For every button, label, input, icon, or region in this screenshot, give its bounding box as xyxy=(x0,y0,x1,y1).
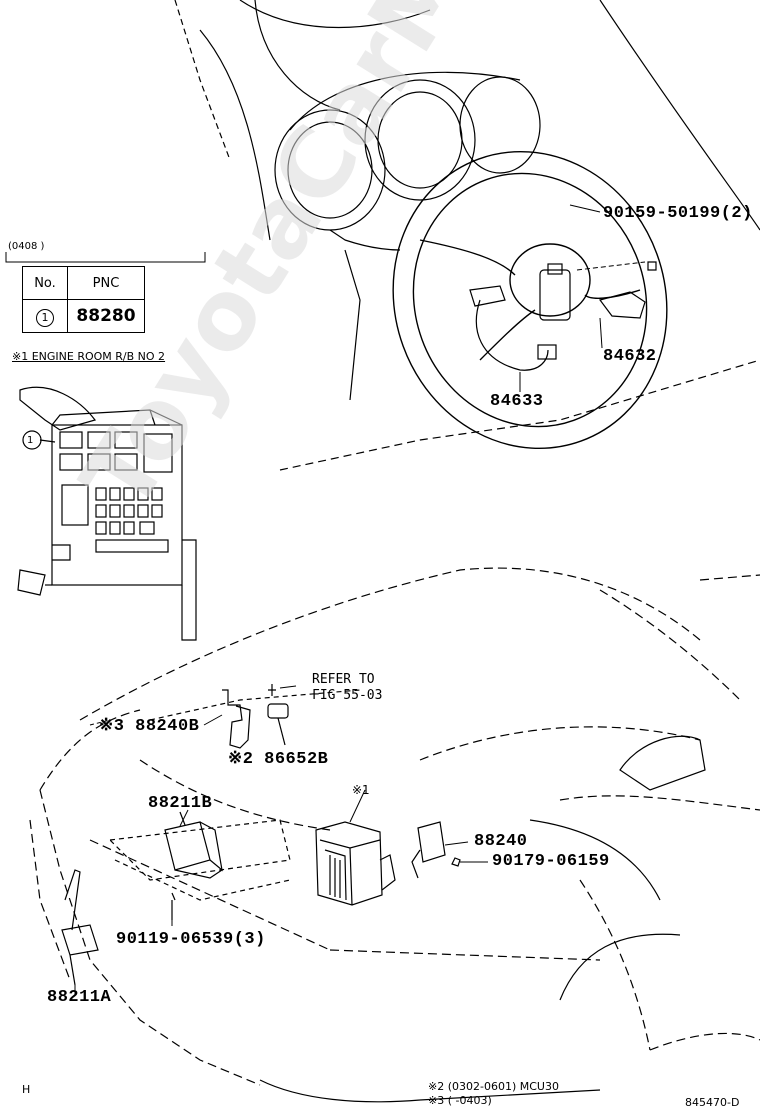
amplifier-88240 xyxy=(411,821,461,879)
table-header-no: No. xyxy=(22,266,68,300)
sensor-88240b xyxy=(222,684,276,749)
label-88211a: 88211A xyxy=(47,988,112,1007)
label-90119-06539: 90119-06539(3) xyxy=(116,930,266,949)
applicability-period: (0408 ) xyxy=(8,241,45,252)
table-header-pnc: PNC xyxy=(67,266,145,300)
sensor-88211a xyxy=(61,869,99,986)
label-90179-06159: 90179-06159 xyxy=(492,852,610,871)
label-90159-50199: 90159-50199(2) xyxy=(603,204,753,223)
ecu-box xyxy=(315,821,396,906)
figure-id: 845470-D xyxy=(685,1096,740,1109)
table-row: 1 88280 xyxy=(22,299,145,333)
table-cell-pnc: 88280 xyxy=(67,299,145,333)
label-84632: 84632 xyxy=(603,347,657,366)
label-refer-to: REFER TO xyxy=(312,672,375,687)
table-cell-no: 1 xyxy=(22,299,68,333)
label-88240b: ※3 88240B xyxy=(99,717,200,736)
applicability-table: No. PNC 1 88280 xyxy=(22,266,145,333)
label-88240: 88240 xyxy=(474,832,528,851)
engine-room-note: ※1 ENGINE ROOM R/B NO 2 xyxy=(12,350,166,363)
footnote-2: ※2 (0302-0601) MCU30 xyxy=(428,1080,559,1093)
car-body-solid xyxy=(259,735,706,1103)
sensor-88211b xyxy=(164,811,223,920)
relay-block xyxy=(17,386,197,641)
paddle-switches xyxy=(469,261,657,371)
table-rule xyxy=(5,252,206,263)
page-code: H xyxy=(22,1083,31,1096)
label-marker-1: ※1 xyxy=(352,783,370,797)
leader-lines-top xyxy=(519,204,603,392)
dashboard-outline xyxy=(174,0,760,471)
relay-86652b xyxy=(267,703,289,746)
footnote-3: ※3 ( -0403) xyxy=(428,1094,492,1107)
steering-wheel xyxy=(392,150,668,450)
callout-marker-1: 1 xyxy=(27,435,34,446)
component-mounts xyxy=(108,689,361,901)
circled-number: 1 xyxy=(36,308,54,327)
label-88211b: 88211B xyxy=(148,794,213,813)
leader-lines-bottom xyxy=(74,685,488,995)
car-body-outline xyxy=(29,567,760,1086)
instrument-cluster xyxy=(274,71,541,231)
label-84633: 84633 xyxy=(490,392,544,411)
label-86652b: ※2 86652B xyxy=(228,750,329,769)
label-refer-fig: FIG 55-03 xyxy=(312,688,383,703)
